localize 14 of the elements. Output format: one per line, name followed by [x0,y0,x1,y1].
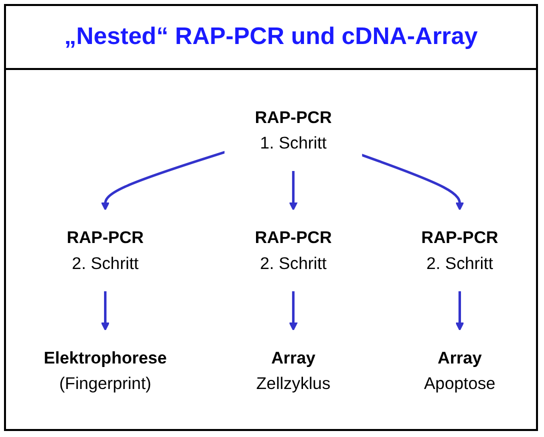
arrow [100,150,226,211]
node-text: RAP-PCR 2. Schritt [66,228,144,272]
node-text: Array Zellzyklus [256,348,330,393]
arrow [100,290,110,331]
node-text: RAP-PCR 1. Schritt [254,108,332,152]
arrow [288,290,298,331]
node-text: RAP-PCR 2. Schritt [421,228,498,272]
node-text: Array Apoptose [424,348,496,393]
arrow [288,170,298,211]
title: „Nested“ RAP-PCR und cDNA-Array [64,23,478,51]
node-text: Elektrophorese (Fingerprint) [44,348,167,393]
arrow [361,154,464,211]
node-text: RAP-PCR 2. Schritt [254,228,332,272]
arrow [455,290,464,331]
